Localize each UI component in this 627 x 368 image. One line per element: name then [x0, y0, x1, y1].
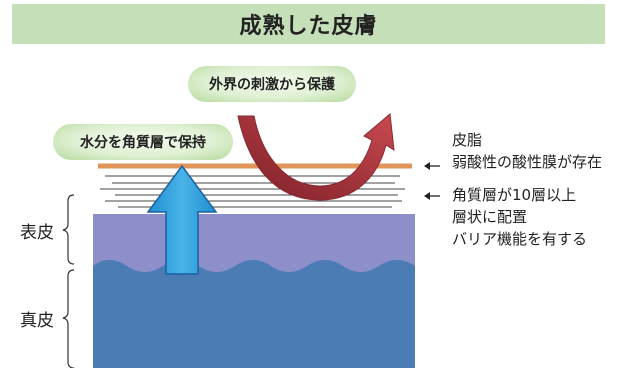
up-arrow-icon [146, 164, 218, 275]
stratum-line-1: 角質層が10層以上 [452, 186, 577, 204]
curved-arrow-icon [237, 113, 395, 201]
protect-bubble: 外界の刺激から保護 [188, 66, 356, 102]
dermis-layer [93, 260, 415, 368]
dermis-label: 真皮 [20, 311, 54, 331]
moisture-bubble: 水分を角質層で保持 [53, 124, 233, 160]
moisture-bubble-text: 水分を角質層で保持 [80, 135, 206, 151]
epidermis-brace [62, 194, 75, 265]
sebum-desc: 弱酸性の酸性膜が存在 [452, 153, 603, 171]
stratum-line-3: バリア機能を有する [452, 230, 588, 248]
sebum-title: 皮脂 [452, 131, 483, 149]
protect-bubble-text: 外界の刺激から保護 [209, 77, 335, 93]
page-title: 成熟した皮膚 [239, 14, 378, 39]
title-bar: 成熟した皮膚 [12, 4, 605, 44]
left-arrow-icon [424, 162, 440, 200]
stratum-line-2: 層状に配置 [452, 208, 528, 226]
epidermis-label: 表皮 [20, 223, 54, 243]
dermis-brace [62, 269, 75, 368]
